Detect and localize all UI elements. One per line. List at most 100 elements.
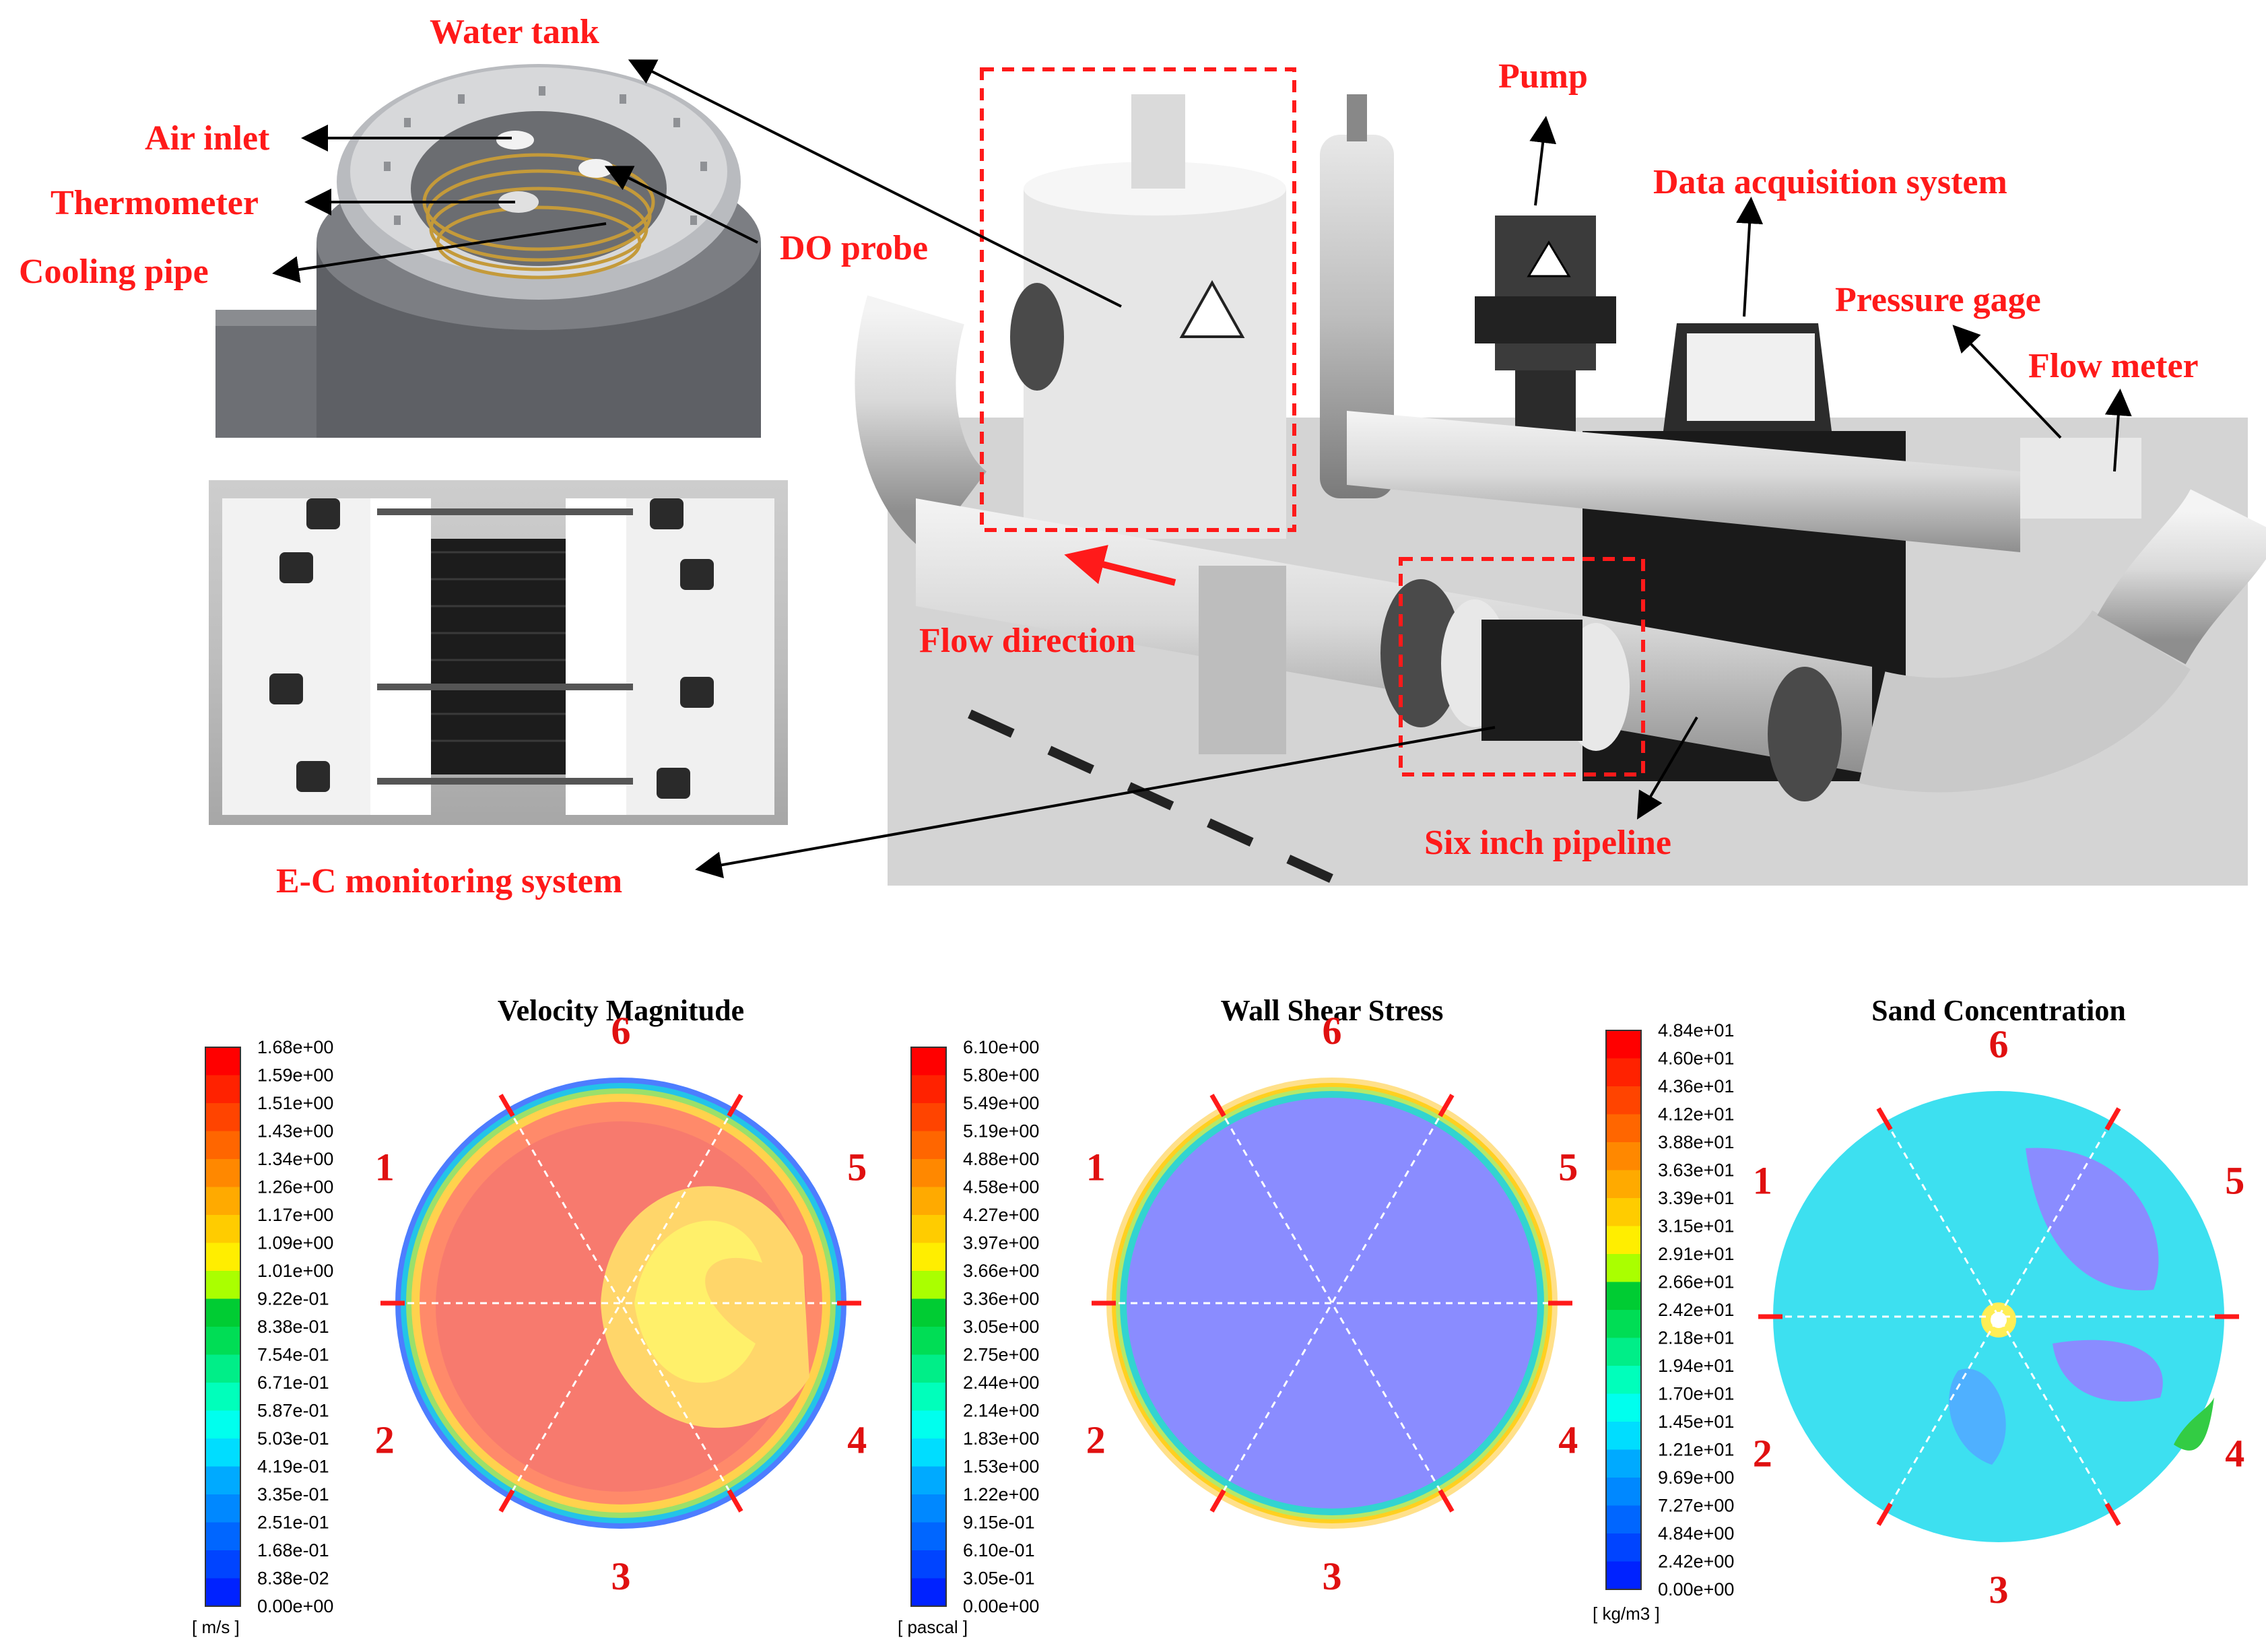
section-number: 1 (1753, 1159, 1772, 1203)
colorbar-tick-label: 4.60e+01 (1658, 1049, 1734, 1069)
colorbar-swatch (1606, 1030, 1641, 1059)
colorbar-tick-label: 1.09e+00 (257, 1233, 333, 1253)
boundary-tick (2104, 1502, 2121, 1526)
colorbar-tick-label: 3.63e+01 (1658, 1160, 1734, 1181)
colorbar-swatch (1606, 1198, 1641, 1227)
colorbar-unit: [ m/s ] (192, 1617, 240, 1637)
section-number: 6 (1323, 1009, 1342, 1053)
colorbar-swatch (1606, 1505, 1641, 1534)
colorbar-tick-label: 7.54e-01 (257, 1345, 329, 1365)
label-flow-meter: Flow meter (2028, 347, 2199, 385)
callout-arrows (272, 59, 2132, 879)
section-divider (1218, 1107, 1446, 1499)
panel-title: Wall Shear Stress (1221, 994, 1444, 1027)
colorbar-swatch (1606, 1478, 1641, 1507)
colorbar-tick-label: 4.84e+00 (1658, 1523, 1734, 1544)
colorbar-swatch (205, 1187, 240, 1216)
colorbar-tick-label: 1.01e+00 (257, 1261, 333, 1281)
colorbar-tick-label: 2.42e+01 (1658, 1300, 1734, 1320)
section-number: 2 (375, 1418, 395, 1462)
boundary-tick (1438, 1489, 1455, 1513)
colorbar-swatch (205, 1131, 240, 1160)
colorbar-unit: [ kg/m3 ] (1593, 1604, 1660, 1624)
colorbar-tick-label: 5.19e+00 (963, 1121, 1039, 1142)
colorbar-frame (910, 1047, 947, 1607)
label-data-acquisition: Data acquisition system (1653, 163, 2007, 201)
colorbar-swatch (911, 1550, 946, 1579)
panel-title: Sand Concentration (1871, 994, 2126, 1027)
colorbar-tick-label: 0.00e+00 (1658, 1579, 1734, 1599)
colorbar-swatch (1606, 1086, 1641, 1115)
colorbar-swatch (1606, 1058, 1641, 1087)
colorbar-tick-label: 1.34e+00 (257, 1149, 333, 1169)
colorbar-tick-label: 1.70e+01 (1658, 1384, 1734, 1404)
label-water-tank: Water tank (430, 13, 599, 51)
colorbar-tick-label: 8.38e-02 (257, 1568, 329, 1589)
colorbar-tick-label: 0.00e+00 (257, 1596, 333, 1616)
colorbar-swatch (1606, 1422, 1641, 1451)
colorbar-swatch (205, 1075, 240, 1104)
colorbar-tick-label: 5.87e-01 (257, 1401, 329, 1421)
colorbar-tick-label: 1.51e+00 (257, 1093, 333, 1113)
label-pump: Pump (1498, 57, 1588, 96)
colorbar-tick-label: 3.66e+00 (963, 1261, 1039, 1281)
colorbar-swatch (1606, 1142, 1641, 1171)
colorbar-swatch (1606, 1561, 1641, 1590)
colorbar-swatch (1606, 1114, 1641, 1143)
colorbar-swatch (911, 1466, 946, 1495)
colorbar-swatch (1606, 1366, 1641, 1395)
colorbar-swatch (1606, 1254, 1641, 1283)
colorbar-tick-label: 4.88e+00 (963, 1149, 1039, 1169)
colorbar-tick-label: 3.05e+00 (963, 1317, 1039, 1337)
boundary-tick (498, 1489, 515, 1513)
colorbar-tick-label: 4.27e+00 (963, 1205, 1039, 1225)
colorbar-swatch (1606, 1533, 1641, 1562)
colorbar-swatch (911, 1187, 946, 1216)
rig-photo (855, 40, 2266, 890)
colorbar-tick-label: 1.26e+00 (257, 1177, 333, 1197)
colorbar-tick-label: 1.22e+00 (963, 1484, 1039, 1505)
colorbar-swatch (205, 1298, 240, 1327)
colorbar-swatch (205, 1522, 240, 1551)
colorbar-tick-label: 7.27e+00 (1658, 1496, 1734, 1516)
pipe-cross-section (1773, 1091, 2224, 1542)
colorbar-tick-label: 5.80e+00 (963, 1065, 1039, 1086)
colorbar-tick-label: 2.44e+00 (963, 1373, 1039, 1393)
boundary-tick (1876, 1502, 1893, 1526)
colorbar-swatch (205, 1439, 240, 1467)
colorbar-swatch (205, 1327, 240, 1356)
colorbar-tick-label: 4.12e+01 (1658, 1104, 1734, 1125)
label-ec-monitoring: E-C monitoring system (276, 862, 622, 900)
colorbar-tick-label: 5.49e+00 (963, 1093, 1039, 1113)
contour-panel-2: Wall Shear Stress 6.10e+00 5.80e+00 5.49e+0… (898, 994, 1578, 1637)
colorbar-tick-label: 1.83e+00 (963, 1428, 1039, 1449)
section-divider (1885, 1121, 2112, 1513)
colorbar-swatch (205, 1354, 240, 1383)
colorbar-tick-label: 6.10e+00 (963, 1037, 1039, 1057)
setup-labels: Water tank Air inlet Thermometer Cooling… (19, 13, 2199, 900)
colorbar-swatch (205, 1494, 240, 1523)
colorbar-tick-label: 3.05e-01 (963, 1568, 1035, 1589)
colorbar-swatch (911, 1103, 946, 1132)
colorbar-swatch (911, 1439, 946, 1467)
colorbar-swatch (1606, 1393, 1641, 1422)
colorbar-tick-label: 1.17e+00 (257, 1205, 333, 1225)
colorbar-tick-label: 1.53e+00 (963, 1457, 1039, 1477)
tank-render (215, 64, 761, 438)
colorbar-swatch (911, 1494, 946, 1523)
colorbar-swatch (911, 1383, 946, 1412)
label-pressure-gage: Pressure gage (1835, 281, 2041, 319)
colorbar-swatch (911, 1578, 946, 1607)
boundary-tick (1209, 1489, 1226, 1513)
colorbar-tick-label: 9.69e+00 (1658, 1467, 1734, 1488)
colorbar-swatch (1606, 1449, 1641, 1478)
boundary-tick (498, 1094, 515, 1117)
colorbar-tick-label: 3.88e+01 (1658, 1132, 1734, 1152)
colorbar-tick-label: 2.66e+01 (1658, 1272, 1734, 1292)
colorbar-swatch (205, 1047, 240, 1076)
section-number: 5 (2225, 1159, 2244, 1203)
section-divider (1885, 1121, 2112, 1513)
colorbar-tick-label: 3.97e+00 (963, 1233, 1039, 1253)
label-do-probe: DO probe (780, 229, 928, 267)
section-number: 4 (847, 1418, 867, 1462)
